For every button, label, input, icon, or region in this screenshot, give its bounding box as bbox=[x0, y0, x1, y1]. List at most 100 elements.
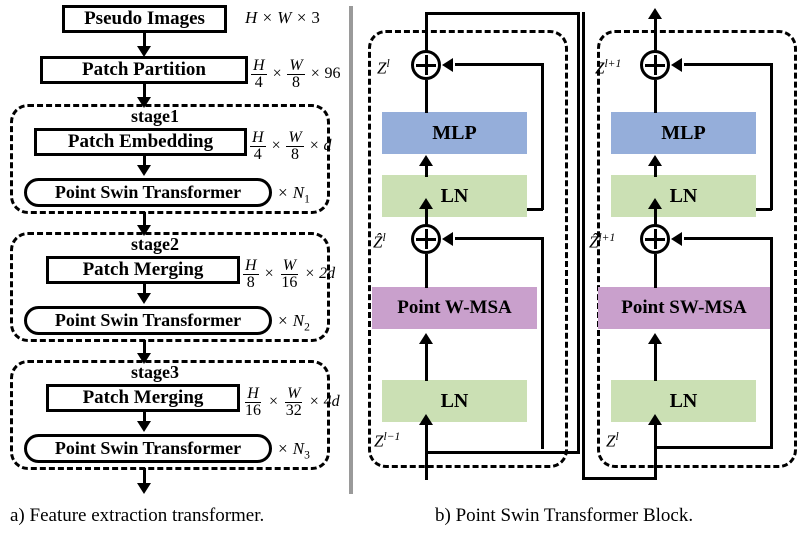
frac-s3-w: W 32 bbox=[284, 386, 304, 419]
frac-s3-h: H 16 bbox=[243, 386, 263, 419]
dim-96: 96 bbox=[324, 65, 341, 83]
pseudo-images-box[interactable]: Pseudo Images bbox=[62, 5, 227, 33]
stage1-label: stage1 bbox=[131, 106, 179, 126]
frac-num-w: W bbox=[287, 57, 305, 75]
patch-merging-box-2[interactable]: Patch Merging bbox=[46, 384, 240, 412]
point-swin-transformer-3[interactable]: Point Swin Transformer bbox=[24, 434, 272, 463]
block-l1-ln-bot-arrow bbox=[648, 333, 662, 344]
block-l-ln-top-arrow bbox=[419, 155, 433, 166]
block-l-add-mid-arrowhead bbox=[419, 198, 433, 209]
block-l-ln-top-to-mlp bbox=[425, 165, 428, 177]
block-l1-input-arrowhead bbox=[648, 414, 662, 425]
arrow-line-3 bbox=[143, 212, 146, 228]
repeat-n1: × N1 bbox=[277, 183, 310, 205]
stage1-container bbox=[10, 104, 330, 214]
block-l1-mlp-label: MLP bbox=[661, 121, 706, 144]
times-s2-2: × bbox=[304, 265, 316, 283]
block-l1-outer-skip-left bbox=[582, 12, 585, 480]
block-l1-skip2-arrowhead bbox=[671, 58, 682, 72]
dim-s2-c: 2d bbox=[319, 265, 336, 283]
block-l1-ln-top-label: LN bbox=[669, 184, 698, 207]
block-l-output-label: Zl bbox=[377, 57, 390, 79]
arrow-head-out bbox=[137, 483, 151, 494]
pst1-label: Point Swin Transformer bbox=[54, 182, 242, 202]
arrow-head-s3 bbox=[137, 421, 151, 432]
frac-s3-num-h: H bbox=[245, 385, 261, 403]
block-l1-input-sup: l bbox=[615, 430, 619, 443]
arrow-line-s3 bbox=[143, 412, 146, 424]
block-l1-mlp-box[interactable]: MLP bbox=[611, 112, 756, 154]
block-l-input-arrowhead bbox=[419, 414, 433, 425]
frac-s1-num-w: W bbox=[286, 129, 304, 147]
repeat-n1-index: 1 bbox=[304, 192, 310, 206]
block-l1-input-stem bbox=[654, 420, 657, 480]
panel-divider bbox=[349, 6, 353, 494]
block-l-attention-box[interactable]: Point W-MSA bbox=[372, 287, 537, 329]
block-l-ln-bottom-label: LN bbox=[440, 389, 469, 412]
stage2-label: stage2 bbox=[131, 234, 179, 254]
block-l-output-sup: l bbox=[386, 57, 390, 70]
block-l1-skip1-v bbox=[770, 237, 773, 449]
repeat-n2-label: × N bbox=[277, 311, 305, 330]
pseudo-images-label: Pseudo Images bbox=[84, 8, 205, 29]
patch-merging-1-label: Patch Merging bbox=[82, 259, 204, 280]
arrow-line-1 bbox=[143, 33, 146, 49]
block-l-ln-top-box[interactable]: LN bbox=[382, 175, 527, 217]
arrow-head-2 bbox=[137, 97, 151, 108]
frac-s2-den-w: 16 bbox=[281, 274, 298, 291]
arrow-head-3 bbox=[137, 225, 151, 236]
block-l1-msa-to-add bbox=[654, 254, 657, 288]
block-l1-attention-box[interactable]: Point SW-MSA bbox=[598, 287, 770, 329]
arrow-head-s1 bbox=[137, 165, 151, 176]
block-l1-add-mid-arrowhead bbox=[648, 198, 662, 209]
block-l-mid-z: Ẑ bbox=[373, 232, 383, 252]
frac-den-8: 8 bbox=[292, 74, 301, 91]
block-l1-ln-bottom-label: LN bbox=[669, 389, 698, 412]
stage3-label: stage3 bbox=[131, 362, 179, 382]
block-l1-mlp-to-add bbox=[654, 80, 657, 113]
dim-h: H bbox=[245, 8, 258, 27]
block-l-ln-top-label: LN bbox=[440, 184, 469, 207]
block-l-skip1-h bbox=[455, 237, 543, 240]
block-l1-ln-top-arrow bbox=[648, 155, 662, 166]
frac-s1-den-h: 4 bbox=[253, 146, 262, 163]
block-l-mlp-box[interactable]: MLP bbox=[382, 112, 527, 154]
block-l-mlp-label: MLP bbox=[432, 121, 477, 144]
patch-partition-box[interactable]: Patch Partition bbox=[40, 56, 248, 84]
frac-s2-h: H 8 bbox=[243, 258, 259, 291]
repeat-n3: × N3 bbox=[277, 439, 310, 461]
block-l1-ln-top-box[interactable]: LN bbox=[611, 175, 756, 217]
block-l1-output-stem bbox=[654, 18, 657, 52]
frac-s2-w: W 16 bbox=[279, 258, 299, 291]
block-l-mid-sup: l bbox=[382, 231, 386, 244]
block-l-skip2-h bbox=[455, 63, 543, 66]
dim-stage2: H 8 × W 16 × 2d bbox=[242, 258, 335, 291]
block-l-msa-to-add bbox=[425, 254, 428, 288]
point-swin-transformer-1[interactable]: Point Swin Transformer bbox=[24, 178, 272, 207]
block-l1-add-top bbox=[640, 50, 670, 80]
block-l1-ln-bot-to-msa bbox=[654, 343, 657, 381]
block-l-outer-skip-bottom bbox=[425, 451, 580, 454]
block-l1-attention-label: Point SW-MSA bbox=[621, 297, 747, 318]
dim-patch-partition: H 4 × W 8 × 96 bbox=[250, 58, 340, 91]
block-l1-output-arrowhead bbox=[648, 8, 662, 19]
block-l-ln-bottom-box[interactable]: LN bbox=[382, 380, 527, 422]
block-l1-skip1-arrowhead bbox=[671, 232, 682, 246]
block-l-skip1-v bbox=[541, 237, 544, 449]
panel-b-caption: b) Point Swin Transformer Block. bbox=[435, 505, 694, 526]
patch-merging-box-1[interactable]: Patch Merging bbox=[46, 256, 240, 284]
point-swin-transformer-2[interactable]: Point Swin Transformer bbox=[24, 306, 272, 335]
block-l-input-z: Z bbox=[374, 431, 384, 451]
frac-s2-den-h: 8 bbox=[246, 274, 255, 291]
patch-embedding-box[interactable]: Patch Embedding bbox=[34, 128, 247, 156]
frac-s1-num-h: H bbox=[250, 129, 266, 147]
times-s1-2: × bbox=[308, 137, 320, 155]
arrow-head-s2 bbox=[137, 293, 151, 304]
block-l1-ln-bottom-box[interactable]: LN bbox=[611, 380, 756, 422]
arrow-head-4 bbox=[137, 353, 151, 364]
block-l-ln-bot-arrow bbox=[419, 333, 433, 344]
stage2-container bbox=[10, 232, 330, 342]
times-s3-2: × bbox=[308, 393, 320, 411]
dim-pseudo-images: H × W × 3 bbox=[245, 8, 320, 28]
frac-s1-den-w: 8 bbox=[291, 146, 300, 163]
